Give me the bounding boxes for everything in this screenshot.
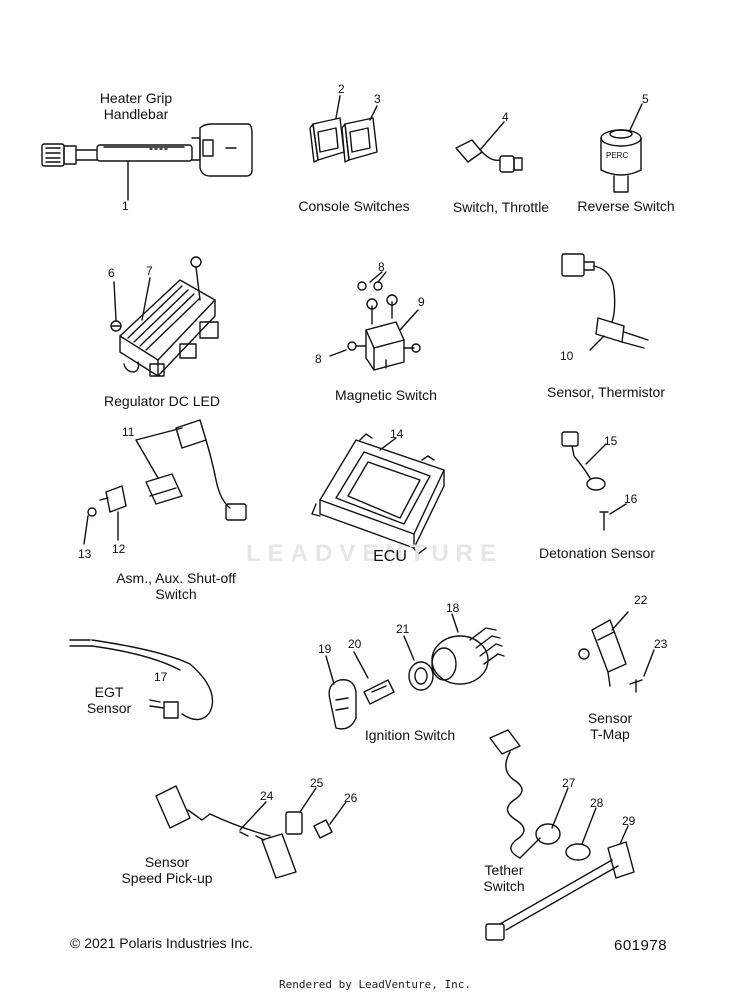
copyright: © 2021 Polaris Industries Inc. [70,935,254,951]
callout-10: 10 [560,349,574,363]
callout-18: 18 [446,601,460,615]
callout-22: 22 [634,593,648,607]
ignition-switch-label: Ignition Switch [364,727,456,743]
callout-9: 9 [418,295,425,309]
speed-pickup-part [155,785,347,879]
callout-29: 29 [622,814,636,828]
thermistor-label: Sensor, Thermistor [546,384,665,400]
callout-12: 12 [112,542,126,556]
console-switches-part [309,95,378,163]
diagram-number: 601978 [614,937,668,954]
callout-1: 1 [122,199,129,213]
detonation-sensor-label: Detonation Sensor [539,545,655,561]
regulator-part [110,256,219,377]
callout-16: 16 [624,492,638,506]
magnetic-switch-part [329,271,421,371]
callout-26: 26 [344,791,358,805]
callout-6: 6 [108,266,115,280]
callout-25: 25 [310,776,324,790]
callout-13: 13 [78,547,92,561]
callout-17: 17 [154,670,168,684]
aux-shutoff-part [83,419,247,545]
callout-4: 4 [502,110,509,124]
regulator-label: Regulator DC LED [104,393,220,409]
callout-20: 20 [348,637,362,651]
rendered-by: Rendered by LeadVenture, Inc. [278,978,472,991]
throttle-switch-part [455,121,523,173]
callout-3: 3 [374,92,381,106]
callout-21: 21 [396,622,410,636]
callout-8-bottom: 8 [315,352,322,366]
watermark: LEADVENTURE [246,540,504,567]
callout-27: 27 [562,776,576,790]
tether-switch-part [485,729,635,941]
callout-7: 7 [146,264,153,278]
callout-2: 2 [338,82,345,96]
callout-28: 28 [590,796,604,810]
callout-14: 14 [390,427,404,441]
ecu-label: ECU [373,548,407,565]
reverse-switch-part [600,103,643,193]
detonation-sensor-part [561,431,627,531]
reverse-switch-label: Reverse Switch [577,198,675,214]
ignition-switch-part [325,613,505,730]
ecu-part [311,433,445,555]
perc-marking: PERC [606,151,629,160]
tmap-sensor-part [578,611,655,693]
heater-grip-part [41,123,253,201]
callout-5: 5 [642,92,649,106]
callout-11: 11 [122,425,135,439]
callout-23: 23 [654,637,668,651]
thermistor-part [561,253,649,351]
throttle-switch-label: Switch, Throttle [452,199,550,215]
callout-24: 24 [260,789,274,803]
console-switches-label: Console Switches [298,198,410,214]
callout-19: 19 [318,642,332,656]
magnetic-switch-label: Magnetic Switch [335,387,437,403]
egt-sensor-part [69,639,214,721]
callout-15: 15 [604,434,618,448]
callout-8-top: 8 [378,260,385,274]
